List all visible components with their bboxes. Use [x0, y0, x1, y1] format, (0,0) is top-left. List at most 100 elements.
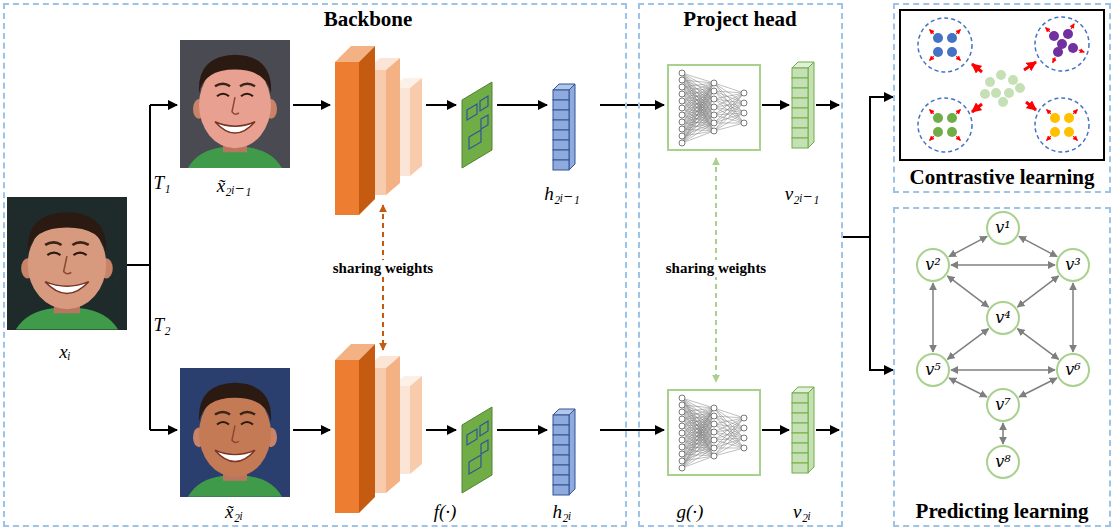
push-arrow — [930, 110, 934, 114]
node-label: v² — [925, 257, 940, 273]
mlp-link — [682, 416, 714, 454]
graph-node: v¹ — [986, 211, 1020, 245]
mlp-neuron — [711, 453, 717, 459]
mlp-link — [682, 99, 714, 143]
panel-heading: Project head — [683, 7, 796, 32]
math-label: g(·) — [677, 501, 704, 523]
embedding-dot — [1057, 39, 1067, 49]
mlp-link — [714, 83, 744, 93]
mlp-link — [714, 113, 744, 123]
mlp-neuron — [679, 105, 685, 111]
mlp-link — [714, 103, 744, 123]
connector — [949, 236, 987, 256]
mlp-link — [714, 103, 744, 131]
node-label: v¹ — [995, 220, 1010, 236]
mlp-link — [682, 424, 714, 468]
mlp-neuron — [711, 413, 717, 419]
mlp-link — [714, 91, 744, 113]
mlp-link — [682, 408, 714, 461]
mlp-link — [714, 408, 744, 438]
node-label: v⁷ — [995, 397, 1010, 413]
mlp-neuron — [711, 104, 717, 110]
mlp-neuron — [679, 465, 685, 471]
mlp-link — [682, 432, 714, 468]
math-label: x̃₂ᵢ₋₁ — [217, 174, 252, 197]
mlp-neuron — [679, 133, 685, 139]
graph-node: v⁶ — [1056, 353, 1090, 387]
mlp-link — [714, 432, 744, 448]
mlp-link — [682, 408, 714, 447]
mlp-neuron — [711, 405, 717, 411]
mlp-neuron — [711, 88, 717, 94]
mlp-link — [682, 408, 714, 468]
push-arrow — [930, 56, 934, 60]
mlp-link — [682, 83, 714, 122]
mlp-link — [682, 456, 714, 468]
embedding-dot — [1068, 43, 1078, 53]
mlp-link — [714, 428, 744, 448]
mlp-link — [682, 398, 714, 424]
mlp-neuron — [679, 430, 685, 436]
push-arrow — [1053, 57, 1056, 62]
math-label: T₂ — [153, 314, 170, 336]
mlp-neuron — [741, 110, 747, 116]
push-arrow — [1071, 24, 1074, 29]
math-label: f(·) — [434, 501, 457, 523]
graph-node: v⁷ — [986, 388, 1020, 422]
math-label: v₂ᵢ₋₁ — [785, 182, 820, 205]
mlp-link — [682, 107, 714, 143]
mlp-link — [714, 123, 744, 131]
connector — [1019, 378, 1057, 397]
mlp-link — [714, 448, 744, 456]
mlp-link — [682, 131, 714, 143]
mlp-neuron — [679, 416, 685, 422]
push-arrow — [1047, 110, 1051, 114]
mlp-neuron — [679, 98, 685, 104]
connector — [1002, 423, 1004, 444]
embedding-dot — [1050, 113, 1060, 123]
push-arrow — [1079, 50, 1085, 52]
mlp-neuron — [711, 80, 717, 86]
mlp-neuron — [679, 409, 685, 415]
node-label: v⁴ — [995, 310, 1010, 326]
mlp-neuron — [711, 96, 717, 102]
embedding-dot — [947, 113, 957, 123]
augmentation-branch — [127, 105, 177, 430]
embedding-dot — [1049, 31, 1059, 41]
mlp-link — [682, 91, 714, 129]
embedding-dot — [933, 33, 943, 43]
push-arrow — [956, 110, 960, 114]
mlp-link — [682, 107, 714, 136]
node-label: v⁵ — [925, 362, 940, 378]
mlp-link — [682, 87, 714, 131]
predicting-panel: Predicting learningv¹v²v³v⁴v⁵v⁶v⁷v⁸ — [893, 207, 1111, 527]
mlp-link — [682, 398, 714, 456]
push-arrow — [1073, 136, 1077, 140]
math-label: x̃₂ᵢ — [225, 501, 243, 523]
mlp-neuron — [711, 445, 717, 451]
annotation-label: sharing weights — [330, 260, 436, 277]
mlp-link — [714, 83, 744, 113]
connector — [947, 329, 988, 360]
panel-heading: Contrastive learning — [910, 165, 1095, 190]
mlp-link — [682, 424, 714, 461]
connector — [1017, 329, 1058, 360]
connector — [949, 378, 987, 397]
connector — [1017, 276, 1058, 307]
mlp-neuron — [741, 90, 747, 96]
mlp-neuron — [679, 458, 685, 464]
mlp-neuron — [679, 437, 685, 443]
connector — [951, 264, 1055, 266]
connector — [951, 369, 1055, 371]
mlp-neuron — [741, 445, 747, 451]
embedding-dot — [933, 113, 943, 123]
mlp-graphic — [679, 395, 747, 471]
mlp-link — [714, 418, 744, 448]
mlp-link — [714, 438, 744, 448]
mlp-neuron — [679, 423, 685, 429]
embedding-dot — [1050, 127, 1060, 137]
push-arrow — [1046, 28, 1050, 32]
mlp-link — [682, 440, 714, 468]
mlp-neuron — [679, 119, 685, 125]
